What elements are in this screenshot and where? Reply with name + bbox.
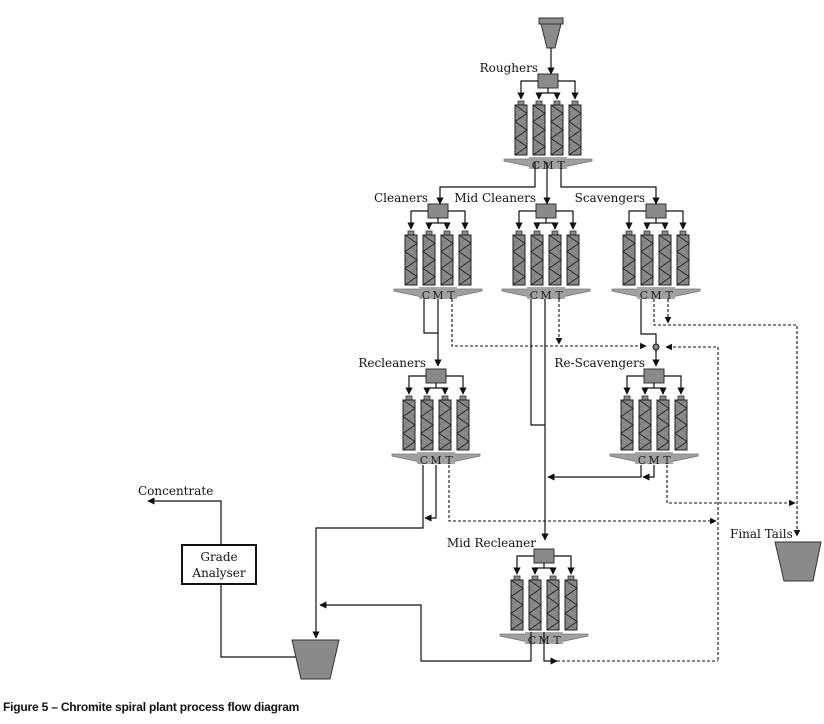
spiral-unit: [528, 575, 542, 631]
midrecleaner-conc-line: [319, 601, 532, 662]
junction-node: [652, 343, 660, 351]
midrecleaner-tail-return-line: [665, 343, 719, 660]
launder-label-t: T: [553, 634, 561, 647]
midrecleaner-mid-line: [543, 632, 558, 665]
spiral-unit: [438, 395, 452, 451]
spiral-unit: [622, 230, 636, 286]
spiral-unit: [546, 575, 560, 631]
distributor-box: [535, 203, 557, 219]
spiral-unit: [638, 395, 652, 451]
spiral-unit: [674, 395, 688, 451]
flow-lines: [147, 162, 801, 665]
spiral-unit: [530, 230, 544, 286]
stage-label: Scavengers: [575, 191, 645, 205]
cleaner-conc-line: [423, 299, 442, 367]
launder-label-m: M: [648, 454, 659, 467]
launder-label-t: T: [445, 454, 453, 467]
concentrate-label: Concentrate: [138, 484, 213, 498]
launder-label-t: T: [555, 289, 563, 302]
launder-label-m: M: [650, 289, 661, 302]
final-tails-sump: [774, 541, 822, 582]
midcleaner-conc-line: [530, 299, 545, 426]
launder-label-m: M: [432, 289, 443, 302]
distributor-box: [425, 368, 447, 384]
spiral-unit: [658, 230, 672, 286]
distributor-box: [533, 548, 555, 564]
stage-label: Roughers: [480, 61, 538, 75]
scavenger-mid-line: [653, 299, 801, 537]
grade-analyser-label-2: Analyser: [191, 566, 245, 580]
launder-label-t: T: [665, 289, 673, 302]
spiral-unit: [548, 230, 562, 286]
spiral-unit: [420, 395, 434, 451]
distributor-box: [643, 368, 665, 384]
spiral-unit: [422, 230, 436, 286]
rougher-tail-line: [560, 162, 660, 205]
feed-hopper: [538, 17, 564, 75]
stage-label: Mid Recleaner: [447, 536, 536, 550]
concentrate-sump: [291, 639, 340, 680]
stage-label: Mid Cleaners: [454, 191, 536, 205]
spiral-unit: [564, 575, 578, 631]
spiral-unit: [456, 395, 470, 451]
launder-label-c: C: [528, 634, 536, 647]
recleaner-mid-line: [424, 465, 437, 522]
spiral-unit: [532, 100, 546, 156]
spiral-unit: [566, 230, 580, 286]
spiral-unit: [676, 230, 690, 286]
launder-label-c: C: [640, 289, 648, 302]
launder-label-m: M: [540, 289, 551, 302]
stage-label: Re-Scavengers: [554, 356, 645, 370]
spiral-unit: [402, 395, 416, 451]
spiral-unit: [514, 100, 528, 156]
spiral-unit: [550, 100, 564, 156]
grade-analyser: Grade Analyser: [181, 544, 257, 585]
launder-label-c: C: [530, 289, 538, 302]
spiral-unit: [568, 100, 582, 156]
grade-analyser-label-1: Grade: [200, 550, 237, 564]
figure-caption: Figure 5 – Chromite spiral plant process…: [3, 700, 300, 714]
spiral-unit: [458, 230, 472, 286]
recleaner-tail-line: [448, 465, 717, 525]
rougher-conc-line: [436, 162, 536, 205]
recleaner-conc-line: [312, 465, 424, 639]
launder-label-m: M: [430, 454, 441, 467]
spiral-unit: [404, 230, 418, 286]
spiral-unit: [640, 230, 654, 286]
launder-label-t: T: [663, 454, 671, 467]
spiral-unit: [510, 575, 524, 631]
rescavenger-tail-line: [666, 465, 796, 507]
launder-label-c: C: [422, 289, 430, 302]
launder-label-c: C: [532, 159, 540, 172]
rescavenger-mid-line: [642, 465, 655, 481]
distributor-box: [537, 73, 559, 89]
distributor-box: [427, 203, 449, 219]
spiral-unit: [440, 230, 454, 286]
spiral-unit: [620, 395, 634, 451]
rescavenger-conc-line: [547, 465, 642, 481]
final-tails-label: Final Tails: [730, 527, 793, 541]
cleaner-tail-line: [451, 299, 647, 350]
launder-label-c: C: [638, 454, 646, 467]
launder-label-t: T: [447, 289, 455, 302]
launder-label-m: M: [542, 159, 553, 172]
concentrate-line: [147, 497, 222, 545]
distributor-box: [645, 203, 667, 219]
stage-label: Recleaners: [358, 356, 426, 370]
spiral-unit: [512, 230, 526, 286]
spiral-unit: [656, 395, 670, 451]
stage-label: Cleaners: [374, 191, 428, 205]
launder-label-c: C: [420, 454, 428, 467]
sump-to-analyser-line: [220, 584, 296, 658]
